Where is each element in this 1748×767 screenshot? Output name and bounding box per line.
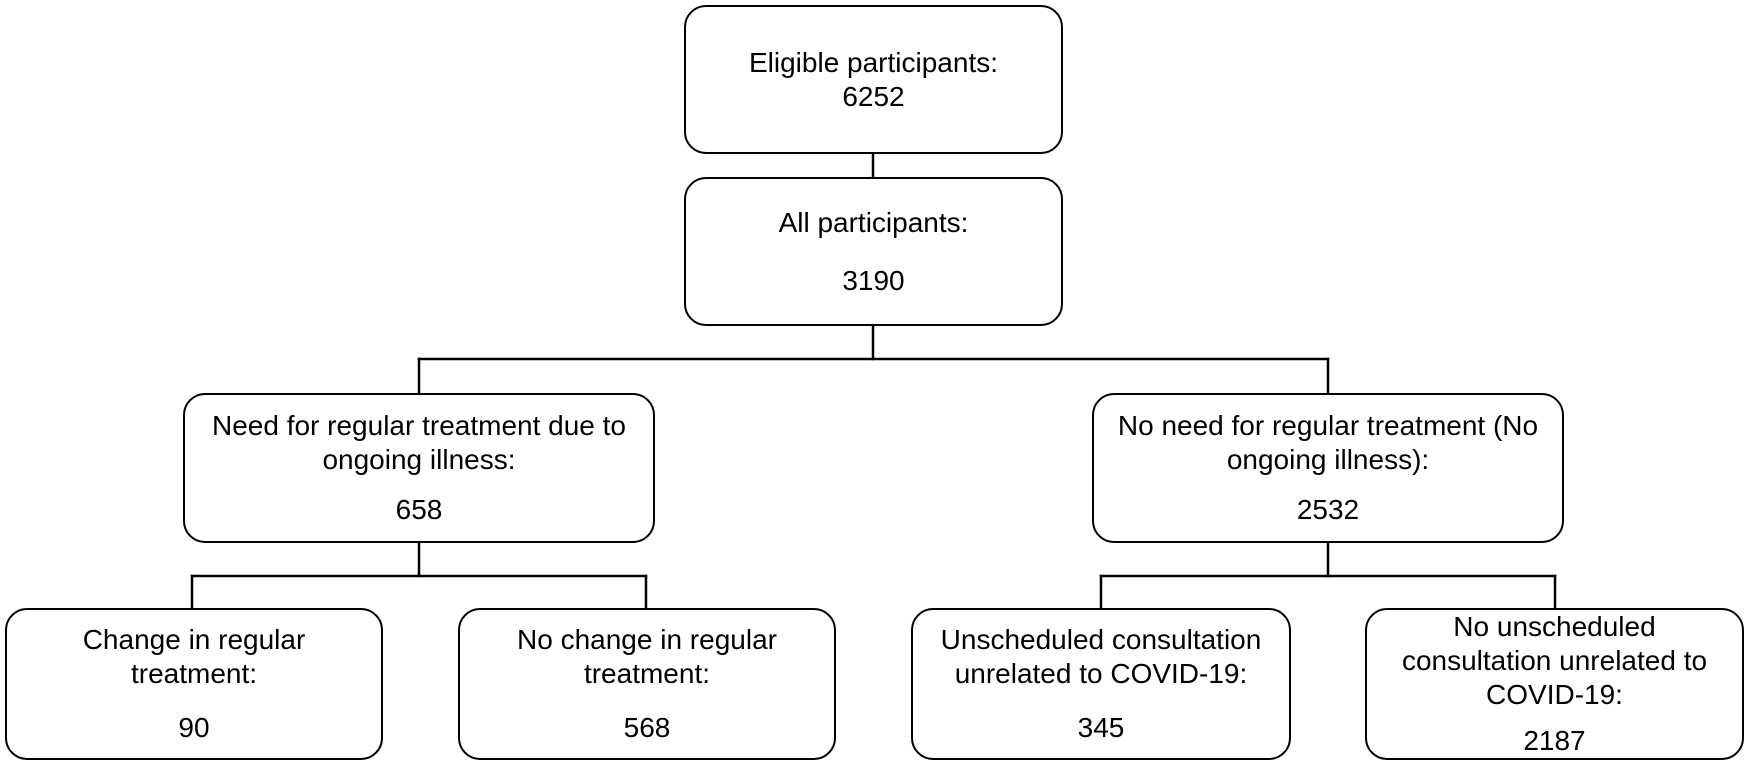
no-change-regular-treatment-count: 568 (623, 712, 671, 743)
eligible-participants-box: Eligible participants: 6252 (684, 5, 1063, 154)
need-regular-treatment-count: 658 (395, 494, 443, 525)
no-unscheduled-consultation-count: 2187 (1523, 725, 1586, 756)
no-change-regular-treatment-box: No change in regular treatment: 568 (458, 608, 836, 760)
change-regular-treatment-box: Change in regular treatment: 90 (5, 608, 383, 760)
unscheduled-consultation-box: Unscheduled consultation unrelated to CO… (911, 608, 1291, 760)
change-regular-treatment-label: Change in regular treatment: (82, 624, 306, 689)
need-regular-treatment-box: Need for regular treatment due to ongoin… (183, 393, 655, 543)
no-change-regular-treatment-label: No change in regular treatment: (517, 624, 777, 689)
eligible-participants-label: Eligible participants: (748, 46, 999, 78)
no-unscheduled-consultation-box: No unscheduled consultation unrelated to… (1365, 608, 1744, 760)
unscheduled-consultation-label: Unscheduled consultation unrelated to CO… (940, 624, 1262, 689)
no-need-regular-treatment-box: No need for regular treatment (No ongoin… (1092, 393, 1564, 543)
need-regular-treatment-label: Need for regular treatment due to ongoin… (211, 410, 626, 475)
eligible-participants-count: 6252 (842, 80, 905, 112)
no-need-regular-treatment-label: No need for regular treatment (No ongoin… (1117, 410, 1539, 475)
all-participants-count: 3190 (842, 264, 905, 296)
all-participants-label: All participants: (778, 206, 969, 238)
unscheduled-consultation-count: 345 (1077, 712, 1125, 743)
change-regular-treatment-count: 90 (178, 712, 210, 743)
all-participants-box: All participants: 3190 (684, 177, 1063, 326)
no-need-regular-treatment-count: 2532 (1296, 494, 1360, 525)
no-unscheduled-consultation-label: No unscheduled consultation unrelated to… (1401, 611, 1708, 710)
